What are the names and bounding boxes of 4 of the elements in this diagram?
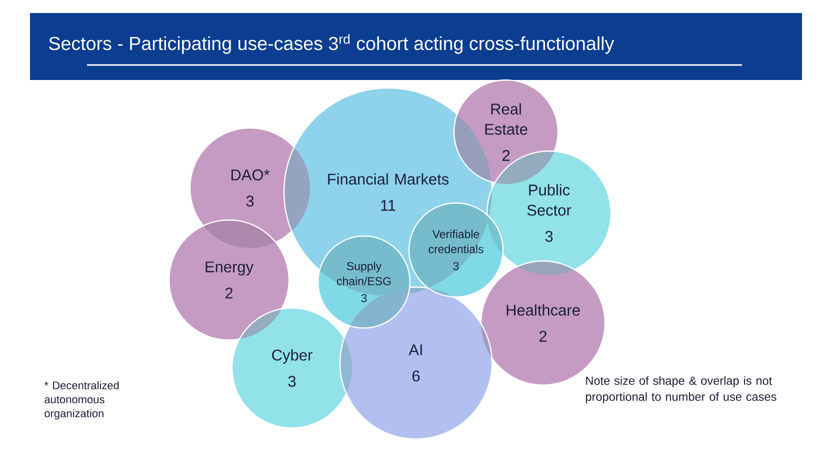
- node-label: 2: [225, 288, 233, 298]
- title: Sectors - Participating use-cases 3$^{rd}$ cohort acting cross-functionally: [49, 34, 614, 54]
- footnote: * Decentralized autonomous organization: [44, 381, 119, 420]
- node-label: Energy: [206, 262, 254, 276]
